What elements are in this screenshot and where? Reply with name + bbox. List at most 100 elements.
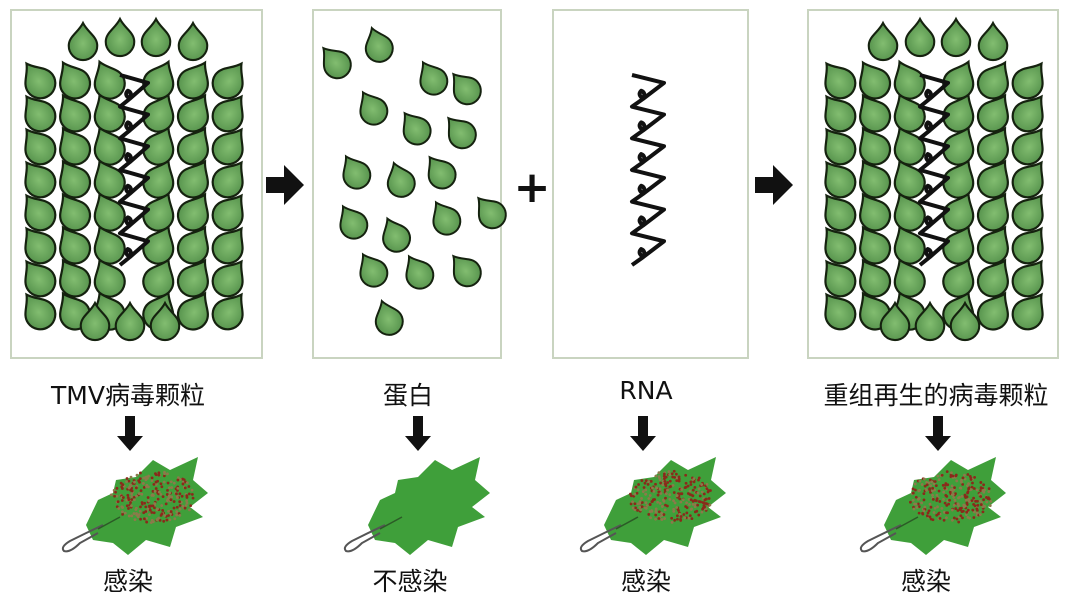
capsid-protein-subunit (24, 193, 57, 232)
capsid-protein-subunit (342, 154, 372, 190)
capsid-protein-subunit (893, 224, 926, 265)
capsid-protein-subunit (93, 257, 126, 298)
capsid-protein-subunit (142, 191, 175, 232)
capsid-protein-subunit (824, 127, 857, 166)
capsid-protein-subunit (976, 93, 1009, 133)
capsid-protein-subunit (59, 126, 92, 166)
capsid-protein-subunit (177, 20, 209, 62)
capsid-protein-subunit (893, 125, 926, 166)
capsid-protein-subunit (1011, 259, 1044, 298)
capsid-protein-subunit (976, 192, 1009, 232)
capsid-protein-subunit (942, 92, 975, 133)
leaf-stem (61, 524, 104, 553)
capsid-protein-subunit (211, 61, 244, 100)
down-arrow-icon (405, 416, 431, 451)
label-reconstituted-particle: 重组再生的病毒颗粒 (823, 381, 1049, 410)
tobacco-leaf (61, 457, 208, 555)
capsid-protein-subunit (142, 257, 175, 298)
capsid-protein-subunit (24, 61, 57, 100)
capsid-protein-subunit (824, 259, 857, 298)
capsid-protein-subunit (1011, 127, 1044, 166)
infection-spots (629, 469, 712, 524)
label-rna: RNA (619, 376, 673, 405)
capsid-protein-subunit (977, 20, 1009, 62)
capsid-protein-subunit (859, 192, 892, 232)
capsid-protein-subunit (59, 258, 92, 298)
capsid-protein-subunit (67, 20, 99, 62)
capsid-protein-subunit (477, 196, 507, 230)
capsid-protein-subunit (211, 94, 244, 133)
leaf-stem (859, 524, 902, 553)
capsid-protein-subunit (142, 158, 175, 199)
capsid-protein-subunit (142, 224, 175, 265)
capsid-protein-subunit (976, 291, 1009, 331)
capsid-protein-subunit (24, 259, 57, 298)
capsid-protein-subunit (893, 257, 926, 298)
outcome-tmv-particle: 感染 (102, 567, 154, 596)
capsid-protein-subunit (59, 192, 92, 232)
capsid-protein-subunit (859, 258, 892, 298)
capsid-protein-subunit (824, 226, 857, 265)
capsid-protein-subunit (211, 259, 244, 298)
right-arrow-icon (755, 165, 793, 205)
label-tmv-particle: TMV病毒颗粒 (51, 381, 205, 410)
capsid-protein-subunit (142, 92, 175, 133)
capsid-protein-subunit (942, 224, 975, 265)
capsid-protein-subunit (419, 60, 449, 96)
capsid-protein-subunit (93, 191, 126, 232)
outcome-rna: 感染 (620, 567, 672, 596)
capsid-protein-subunit (142, 125, 175, 166)
capsid-protein-subunit (940, 16, 972, 58)
capsid-protein-subunit (176, 93, 209, 133)
capsid-protein-subunit (211, 160, 244, 199)
capsid-protein-subunit (114, 300, 146, 342)
capsid-protein-subunit (824, 292, 857, 331)
capsid-protein-subunit (976, 126, 1009, 166)
capsid-protein-subunit (211, 292, 244, 331)
capsid-protein-subunit (211, 127, 244, 166)
capsid-protein-subunit (59, 93, 92, 133)
capsid-protein-subunit (452, 254, 482, 288)
rna-helix (918, 73, 950, 267)
down-arrow-icon (925, 416, 951, 451)
leaf-stem (579, 524, 622, 553)
capsid-protein-subunit (176, 192, 209, 232)
capsid-protein-subunit (859, 159, 892, 199)
plus-sign: + (514, 162, 551, 213)
capsid-protein-subunit (893, 59, 926, 100)
capsid-protein-subunit (893, 158, 926, 199)
capsid-protein-subunit (976, 258, 1009, 298)
label-protein: 蛋白 (382, 381, 434, 410)
capsid-protein-subunit (176, 258, 209, 298)
capsid-protein-subunit (976, 60, 1009, 100)
capsid-protein-subunit (24, 127, 57, 166)
capsid-protein-subunit (859, 126, 892, 166)
capsid-protein-subunit (1011, 226, 1044, 265)
capsid-protein-subunit (322, 46, 352, 80)
capsid-protein-subunit (402, 111, 432, 146)
capsid-protein-subunit (149, 300, 181, 342)
capsid-protein-subunit (824, 160, 857, 199)
down-arrow-icon (117, 416, 143, 451)
capsid-protein-subunit (382, 216, 412, 253)
capsid-protein-subunit (24, 160, 57, 199)
capsid-protein-subunit (942, 257, 975, 298)
infection-spots (909, 470, 993, 524)
capsid-protein-subunit (859, 225, 892, 265)
rna-helix (630, 73, 666, 267)
outcome-reconstituted-particle: 感染 (900, 567, 952, 596)
capsid-protein-subunit (93, 59, 126, 100)
capsid-protein-subunit (386, 161, 416, 198)
capsid-protein-subunit (893, 92, 926, 133)
capsid-protein-subunit (432, 200, 462, 236)
outcome-protein: 不感染 (372, 567, 448, 596)
capsid-protein-subunit (93, 125, 126, 166)
capsid-protein-subunit (824, 94, 857, 133)
capsid-protein-subunit (824, 61, 857, 100)
panel-rna (552, 9, 749, 359)
capsid-protein-subunit (942, 158, 975, 199)
capsid-protein-subunit (1011, 94, 1044, 133)
capsid-protein-subunit (142, 59, 175, 100)
capsid-protein-subunit (176, 126, 209, 166)
capsid-protein-subunit (104, 16, 136, 58)
